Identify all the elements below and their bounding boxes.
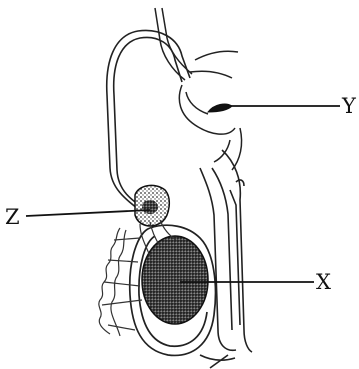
label-y: Y — [341, 94, 357, 118]
label-z: Z — [5, 205, 20, 229]
testis-x — [142, 236, 208, 324]
leader-line-z — [26, 210, 150, 216]
vas-deferens — [107, 30, 190, 212]
upper-duct — [155, 8, 238, 80]
label-x: X — [316, 270, 331, 294]
coiled-tubules — [99, 228, 142, 336]
bladder-region — [179, 85, 241, 170]
epididymis-z — [135, 185, 169, 226]
